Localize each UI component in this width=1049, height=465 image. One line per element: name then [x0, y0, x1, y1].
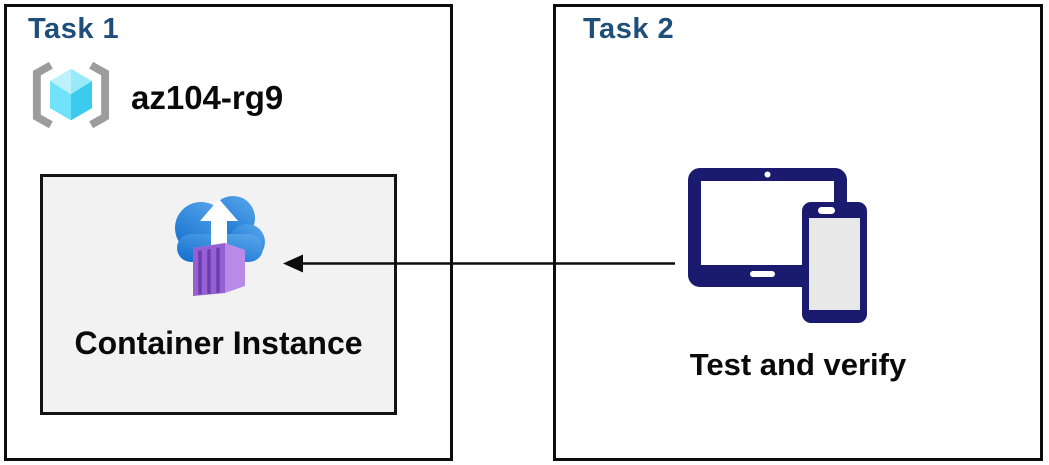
container-instance-card: Container Instance	[40, 174, 397, 415]
container-box	[192, 243, 245, 296]
resource-group-name: az104-rg9	[131, 78, 284, 116]
phone	[802, 202, 867, 323]
resource-group-icon	[27, 60, 115, 135]
container-instance-label: Container Instance	[74, 325, 363, 361]
tablet-and-phone-icon	[680, 160, 872, 337]
upload-arrow	[199, 199, 238, 247]
container-instance-icon	[171, 177, 267, 303]
resource-group-row: az104-rg9	[27, 60, 283, 135]
test-and-verify-label: Test and verify	[689, 347, 907, 382]
task2-box: Task 2 Test and verify	[553, 4, 1043, 461]
task1-box: Task 1 az104-rg9	[4, 4, 453, 461]
task2-title: Task 2	[583, 13, 675, 45]
left-arrow-connector	[283, 254, 675, 273]
task1-title: Task 1	[28, 13, 120, 45]
